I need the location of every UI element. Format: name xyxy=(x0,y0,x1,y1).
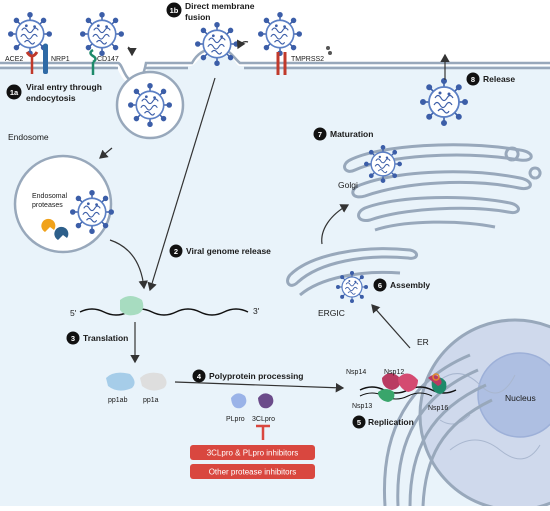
plpro-icon xyxy=(231,393,247,409)
cd147-label: CD147 xyxy=(97,56,119,63)
protease-icon xyxy=(41,218,56,232)
ace2-receptor-icon xyxy=(25,51,39,74)
pp1a-label: pp1a xyxy=(143,397,159,404)
nucleus-label: Nucleus xyxy=(505,393,536,403)
tmprss2-receptor-icon xyxy=(276,46,332,75)
svg-text:6: 6 xyxy=(378,281,382,290)
virion-icon xyxy=(336,271,368,303)
inhibitor-pill-3clpro-plpro: 3CLpro & PLpro inhibitors xyxy=(190,445,315,460)
nucleolus xyxy=(477,352,550,438)
nsp14-label: Nsp14 xyxy=(346,369,366,376)
virion-icon xyxy=(80,12,124,56)
step-badge-6: 6 xyxy=(373,278,387,292)
nsp13-label: Nsp13 xyxy=(352,403,372,410)
endoplasmic-reticulum xyxy=(382,353,493,507)
svg-text:Other protease inhibitors: Other protease inhibitors xyxy=(209,468,297,477)
virion-icon xyxy=(70,190,114,234)
svg-text:1b: 1b xyxy=(170,6,179,15)
step-8-label: Release xyxy=(483,74,515,84)
virion-icon xyxy=(258,12,302,56)
virion-icon xyxy=(420,78,468,126)
step-1b-label: Direct membrane xyxy=(185,1,255,11)
step-6-label: Assembly xyxy=(390,280,430,290)
pp1a-icon xyxy=(140,372,167,391)
ribosome-icon xyxy=(120,296,144,316)
step-2-label: Viral genome release xyxy=(186,246,271,256)
cd147-receptor-icon xyxy=(89,48,97,75)
ace2-label: ACE2 xyxy=(5,56,23,63)
nsp12-label: Nsp12 xyxy=(384,369,404,376)
step-1b-label-line2: fusion xyxy=(185,12,211,22)
golgi-apparatus xyxy=(343,143,542,232)
nsp13-icon xyxy=(378,389,395,402)
pp1ab-label: pp1ab xyxy=(108,397,128,404)
ergic-label: ERGIC xyxy=(318,308,345,318)
step-badge-1b: 1b xyxy=(166,2,182,18)
plpro-label: PLpro xyxy=(226,416,245,423)
five-prime-label: 5' xyxy=(70,308,77,318)
viral-rna-genome xyxy=(79,308,249,316)
step-4-label: Polyprotein processing xyxy=(209,371,303,381)
three-prime-label: 3' xyxy=(253,306,260,316)
step-badge-3: 3 xyxy=(66,331,80,345)
pp1ab-icon xyxy=(106,372,135,391)
nsp14-icon xyxy=(382,373,401,390)
inhibition-symbol-icon xyxy=(256,424,270,440)
svg-text:7: 7 xyxy=(318,130,322,139)
step-badge-4: 4 xyxy=(192,369,206,383)
step-badge-1a: 1a xyxy=(6,84,22,100)
tmprss2-label: TMPRSS2 xyxy=(291,56,324,63)
svg-text:2: 2 xyxy=(174,247,178,256)
nrp1-receptor-icon xyxy=(43,43,48,74)
step-3-label: Translation xyxy=(83,333,128,343)
golgi-label: Golgi xyxy=(338,180,358,190)
protease-icon xyxy=(54,226,69,240)
virion-icon xyxy=(195,22,239,66)
step-badge-8: 8 xyxy=(466,72,480,86)
endosome xyxy=(13,154,113,254)
virion-icon xyxy=(364,145,402,183)
endosomal-proteases-label-line2: proteases xyxy=(32,202,63,209)
endosomal-proteases-label: Endosomal xyxy=(32,193,67,200)
nsp16-label: Nsp16 xyxy=(428,405,448,412)
step-badge-2: 2 xyxy=(169,244,183,258)
nrp1-label: NRP1 xyxy=(51,56,70,63)
svg-text:1a: 1a xyxy=(10,88,19,97)
endosome-label: Endosome xyxy=(8,132,49,142)
step-badge-7: 7 xyxy=(313,127,327,141)
virion-icon xyxy=(128,83,172,127)
cell-cytoplasm xyxy=(0,54,550,506)
svg-text:8: 8 xyxy=(471,75,475,84)
svg-text:5: 5 xyxy=(357,418,361,427)
svg-text:3: 3 xyxy=(71,334,75,343)
svg-text:3CLpro & PLpro inhibitors: 3CLpro & PLpro inhibitors xyxy=(207,449,299,458)
step-7-label: Maturation xyxy=(330,129,373,139)
3clpro-icon xyxy=(258,393,274,409)
3clpro-label: 3CLpro xyxy=(252,416,275,423)
nsp12-icon xyxy=(398,373,418,392)
svg-text:4: 4 xyxy=(197,372,202,381)
er-label: ER xyxy=(417,337,429,347)
step-5-label: Replication xyxy=(368,417,414,427)
step-1a-label-line2: endocytosis xyxy=(26,93,76,103)
step-badge-5: 5 xyxy=(352,415,366,429)
inhibitor-pill-other: Other protease inhibitors xyxy=(190,464,315,479)
step-1a-label: Viral entry through xyxy=(26,82,102,92)
